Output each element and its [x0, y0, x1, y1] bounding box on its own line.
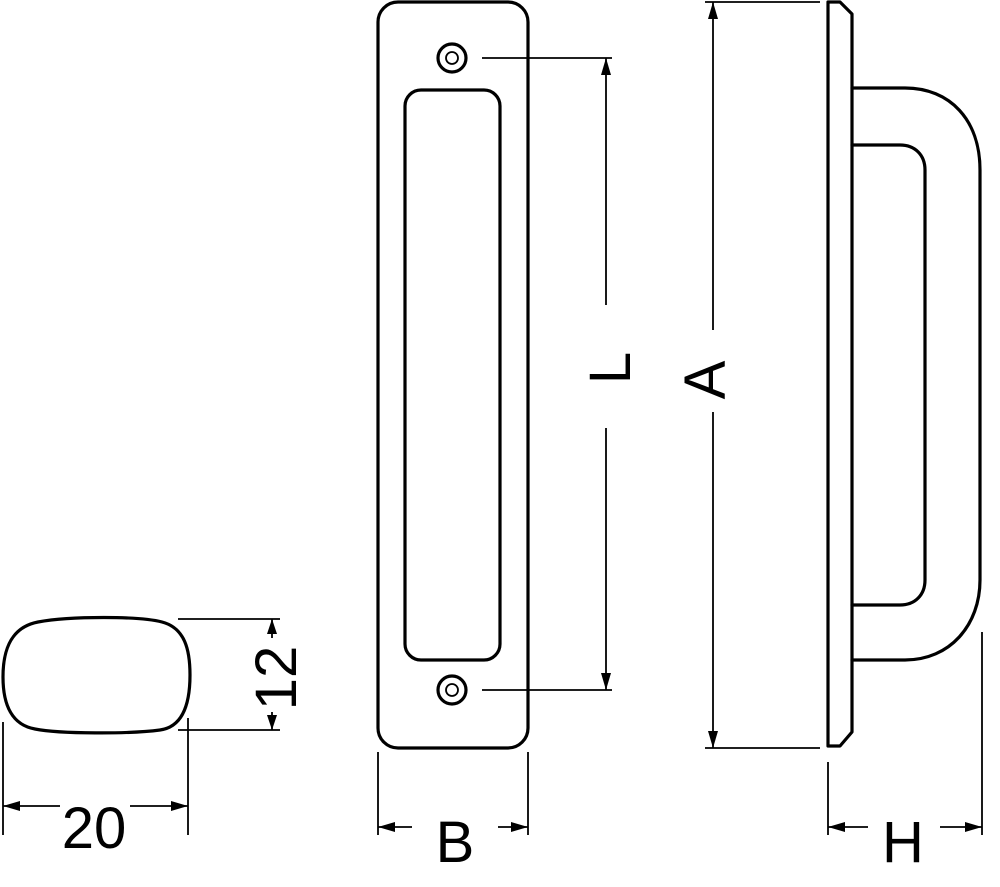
arrow-right: [965, 822, 982, 832]
arrow-right: [171, 801, 188, 811]
overall-length-label: A: [673, 360, 738, 399]
dimension-20: 20: [2, 718, 189, 861]
screw-hole-bottom: [436, 674, 468, 706]
arrow-left: [3, 801, 20, 811]
dimension-L: L: [482, 57, 643, 691]
projection-label: H: [882, 810, 924, 875]
arrow-right: [511, 822, 528, 832]
dimension-12: 12: [178, 618, 309, 731]
side-view-handle: [826, 0, 982, 748]
handle-outer-profile: [850, 86, 982, 662]
width-value-text: 20: [62, 796, 127, 861]
dimension-B: B: [377, 752, 529, 875]
arrow-bottom: [601, 673, 611, 690]
height-value-text: 12: [244, 646, 309, 711]
handle-inner-profile: [850, 143, 927, 607]
grip-cross-section: [1, 615, 192, 735]
base-plate-profile: [826, 0, 854, 748]
plate-width-label: B: [436, 810, 475, 875]
front-view-plate: [376, 0, 530, 750]
arrow-top: [267, 619, 277, 634]
dimension-H: H: [827, 632, 983, 875]
arrow-top: [708, 2, 718, 19]
cross-section-outline: [1, 615, 192, 735]
arrow-bottom: [708, 731, 718, 748]
arrow-left: [828, 822, 845, 832]
hole-spacing-label: L: [578, 352, 643, 384]
screw-hole-top: [436, 42, 468, 74]
plate-recess: [403, 88, 502, 662]
arrow-bottom: [267, 715, 277, 730]
plate-outline: [376, 0, 530, 750]
dimension-A: A: [673, 1, 820, 749]
arrow-left: [378, 822, 395, 832]
arrow-top: [601, 58, 611, 75]
